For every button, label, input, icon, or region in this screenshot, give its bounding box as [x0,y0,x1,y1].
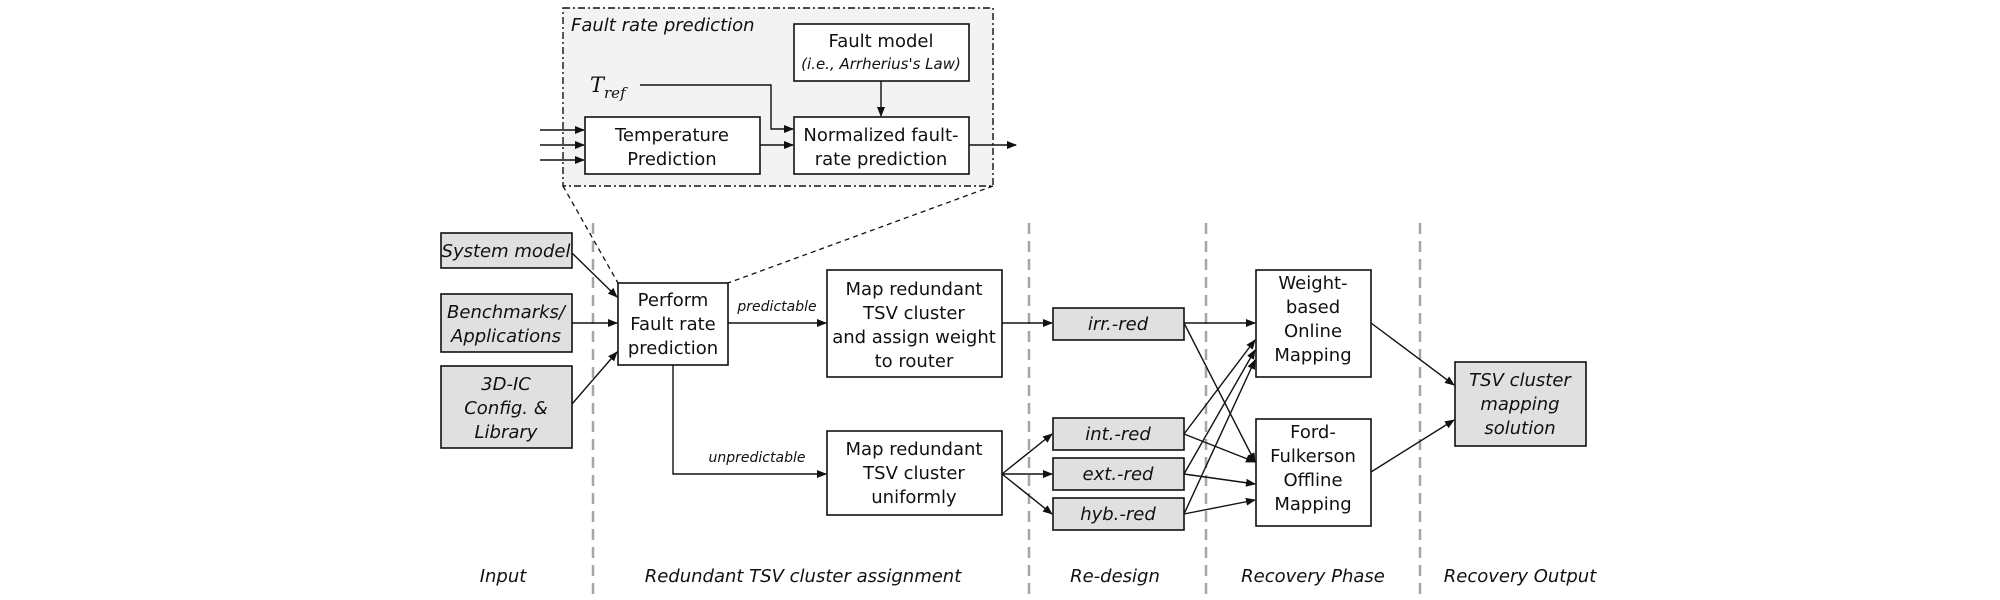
config-line-1: 3D-IC [481,374,531,395]
perform-line-2: Fault rate [630,314,715,335]
perform-fault-rate-prediction-box [617,282,729,366]
phase-label-input: Input [480,566,528,587]
map-uniform-box [826,430,1003,516]
tref-to-normalized-arrow [640,84,794,133]
irr-red-box [1052,307,1185,341]
map-weighted-line-3: and assign weight [832,327,996,348]
online-to-solution-arrow [1370,322,1455,386]
online-line-1: Weight- [1278,273,1347,294]
config-arrow [571,351,618,405]
map-uniform-line-2: TSV cluster [862,463,965,484]
int-to-online-arrow [1183,339,1256,435]
map-weighted-line-2: TSV cluster [862,303,965,324]
config-line-2: Config. & [464,398,548,419]
offline-line-1: Ford- [1290,422,1336,443]
ext-to-online-arrow [1183,349,1256,475]
system-model-arrow [571,252,618,298]
config-library-box [440,365,573,449]
t-ref-label: Tref [590,73,628,102]
benchmarks-line-2: Applications [450,326,561,347]
phase-label-output: Recovery Output [1444,566,1597,587]
irr-red-label: irr.-red [1088,314,1149,335]
phase-label-recovery: Recovery Phase [1241,566,1385,587]
zoom-connector-left [562,185,619,284]
normalized-fault-rate-box [793,116,970,175]
hyb-to-online-arrow [1183,359,1256,515]
uniform-to-int-arrow [1001,433,1053,475]
ext-to-offline-arrow [1183,473,1256,487]
predictable-label: predictable [736,299,816,315]
benchmarks-line-1: Benchmarks/ [447,302,567,323]
map-weighted-box [826,269,1003,378]
online-mapping-box [1255,269,1372,378]
int-to-offline-arrow [1183,433,1256,463]
int-red-label: int.-red [1085,424,1151,445]
fault-model-line-2: (i.e., Arrherius's Law) [801,55,961,73]
fault-model-line-1: Fault model [829,31,934,52]
offline-line-3: Offline [1283,470,1342,491]
uniform-to-hyb-arrow [1001,473,1053,515]
config-line-3: Library [475,422,538,443]
solution-line-3: solution [1484,418,1555,439]
hyb-to-offline-arrow [1183,497,1256,515]
detail-region-title: Fault rate prediction [571,15,755,36]
zoom-connector-right [727,185,994,284]
system-model-box [440,232,573,269]
fault-model-box [793,23,970,82]
map-weighted-line-1: Map redundant [846,279,983,300]
system-model-label: System model [442,241,571,262]
perform-line-1: Perform [638,290,709,311]
offline-to-solution-arrow [1370,419,1455,473]
temperature-line-2: Prediction [627,149,716,170]
perform-line-3: prediction [628,338,718,359]
online-line-3: Online [1284,321,1342,342]
hyb-red-box [1052,497,1185,531]
solution-line-2: mapping [1480,394,1559,415]
temperature-line-1: Temperature [614,125,729,146]
phase-label-redesign: Re-design [1070,566,1160,587]
map-weighted-line-4: to router [875,351,954,372]
online-line-2: based [1286,297,1340,318]
phase-label-assignment: Redundant TSV cluster assignment [645,566,962,587]
offline-line-4: Mapping [1274,494,1351,515]
map-uniform-line-1: Map redundant [846,439,983,460]
ext-red-label: ext.-red [1083,464,1154,485]
irr-to-offline-arrow [1183,322,1256,463]
hyb-red-label: hyb.-red [1080,504,1156,525]
normalized-line-2: rate prediction [815,149,948,170]
offline-mapping-box [1255,418,1372,527]
unpredictable-label: unpredictable [709,450,806,466]
unpredictable-arrow [672,365,827,478]
offline-line-2: Fulkerson [1270,446,1356,467]
tsv-cluster-mapping-solution-box [1454,361,1587,447]
benchmarks-box [440,293,573,353]
online-line-4: Mapping [1274,345,1351,366]
ext-red-box [1052,457,1185,491]
map-uniform-line-3: uniformly [871,487,957,508]
solution-line-1: TSV cluster [1469,370,1572,391]
normalized-line-1: Normalized fault- [803,125,958,146]
